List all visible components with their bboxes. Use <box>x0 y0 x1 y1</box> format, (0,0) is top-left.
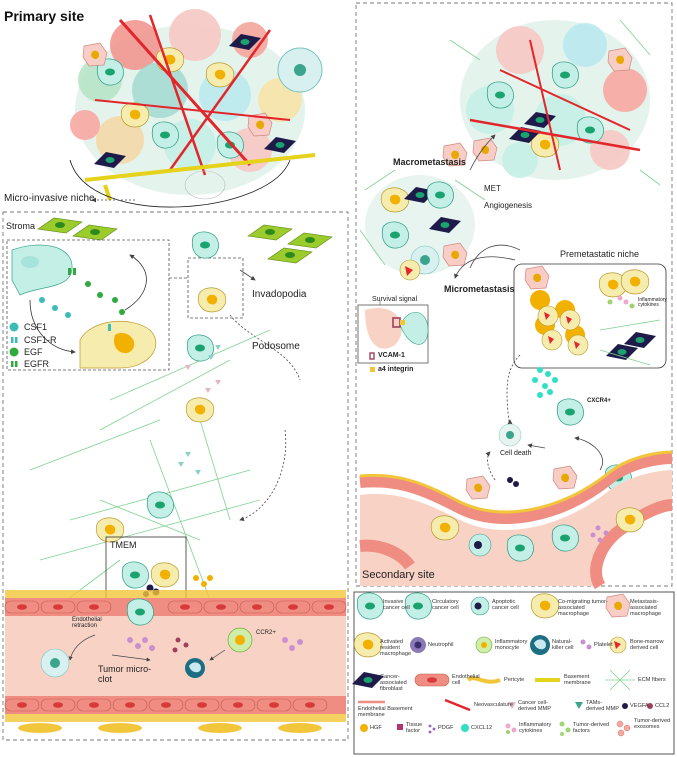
legend-pdgf: PDGF <box>438 725 454 731</box>
vcam1-label: VCAM-1 <box>378 352 405 359</box>
legend-neutrophil: Neutrophil <box>428 642 454 648</box>
legend-cancer-mmp: Cancer cell-derived MMP <box>518 700 551 712</box>
macrometastasis-mass <box>449 19 661 186</box>
legend-ccl2: CCL2 <box>655 703 670 709</box>
legend-vegfa: VEGFA <box>630 703 649 709</box>
secondary-blood-vessel <box>359 450 673 590</box>
egf-key: EGF <box>24 347 43 357</box>
legend-endo-basement: Endothelial Basement membrane <box>358 706 413 718</box>
legend-bone-marrow: Bone-marrow derived cell <box>630 639 664 651</box>
legend-caf: Cancer-associated fibroblast <box>380 674 407 692</box>
legend-ecm: ECM fibers <box>638 677 666 683</box>
legend-tissue-factor: Tissue factor <box>406 722 423 734</box>
inflammatory-cytokines-label: Inflammatory cytokines <box>638 297 667 308</box>
ccr2-label: CCR2+ <box>256 630 276 636</box>
csf1r-key: CSF1-R <box>24 335 57 345</box>
premetastatic-niche-label: Premetastatic niche <box>560 249 640 259</box>
macrometastasis-label: Macrometastasis <box>393 157 467 167</box>
cxcr4-label: CXCR4+ <box>587 398 611 404</box>
legend-nk: Natural-killer cell <box>552 639 574 651</box>
csf1-key: CSF1 <box>24 322 48 332</box>
paracrine-loop <box>11 244 157 369</box>
cell-death-label: Cell death <box>500 450 532 457</box>
legend-platelet: Platelet <box>594 642 613 648</box>
legend-inflam-cyt: Inflammatory cytokines <box>519 722 552 734</box>
egfr-key: EGFR <box>24 359 50 369</box>
legend-metastasis-macrophage: Metastasis-associated macrophage <box>630 599 662 617</box>
legend-endothelial: Endothelial cell <box>452 674 480 686</box>
micrometastasis-label: Micrometastasis <box>444 284 515 294</box>
legend-activated-macrophage: Activated resident macrophage <box>380 639 412 657</box>
legend-invasive: Invasive cancer cell <box>383 599 410 611</box>
primary-site-title: Primary site <box>4 8 85 24</box>
legend-exosomes: Tumor-derived exosomes <box>634 718 671 730</box>
stroma-label: Stroma <box>6 221 36 231</box>
legend-circulatory: Circulatory cancer cell <box>432 599 459 611</box>
legend-inflammatory-monocyte: Inflammatory monocyte <box>495 639 528 651</box>
legend-tumor-factors: Tumor-derived factors <box>573 722 610 734</box>
tmem-label: TMEM <box>110 540 137 550</box>
endothelial-retraction-label: Endothelial retraction <box>72 617 102 629</box>
legend-apoptotic: Apoptotic cancer cell <box>492 599 519 611</box>
survival-signal-label: Survival signal <box>372 296 418 303</box>
a4-integrin-label: a4 integrin <box>378 366 414 373</box>
met-label: MET <box>484 184 501 193</box>
metastasis-cluster <box>359 169 486 281</box>
legend-hgf: HGF <box>370 725 382 731</box>
tumor-microclot-label: Tumor micro-clot <box>98 664 152 684</box>
legend-cxcl12: CXCL12 <box>471 725 493 731</box>
podosome-label: Podosome <box>252 341 300 352</box>
legend-comigrating: Co-migrating tumor-associated macrophage <box>558 599 608 617</box>
legend-pericyte: Pericyte <box>504 677 525 683</box>
invadopodia-label: Invadopodia <box>252 289 307 300</box>
legend-tam-mmp: TAMs-derived MMP <box>586 700 619 712</box>
secondary-site-title: Secondary site <box>362 569 435 581</box>
micro-invasive-niche-label: Micro-invasive niche <box>4 193 95 204</box>
angiogenesis-label: Angiogenesis <box>484 201 533 210</box>
legend-icons <box>352 592 653 737</box>
primary-tumor-mass <box>69 9 323 208</box>
legend-basement: Basement membrane <box>564 674 591 686</box>
legend-neovasculature: Neovasculature <box>474 702 513 708</box>
